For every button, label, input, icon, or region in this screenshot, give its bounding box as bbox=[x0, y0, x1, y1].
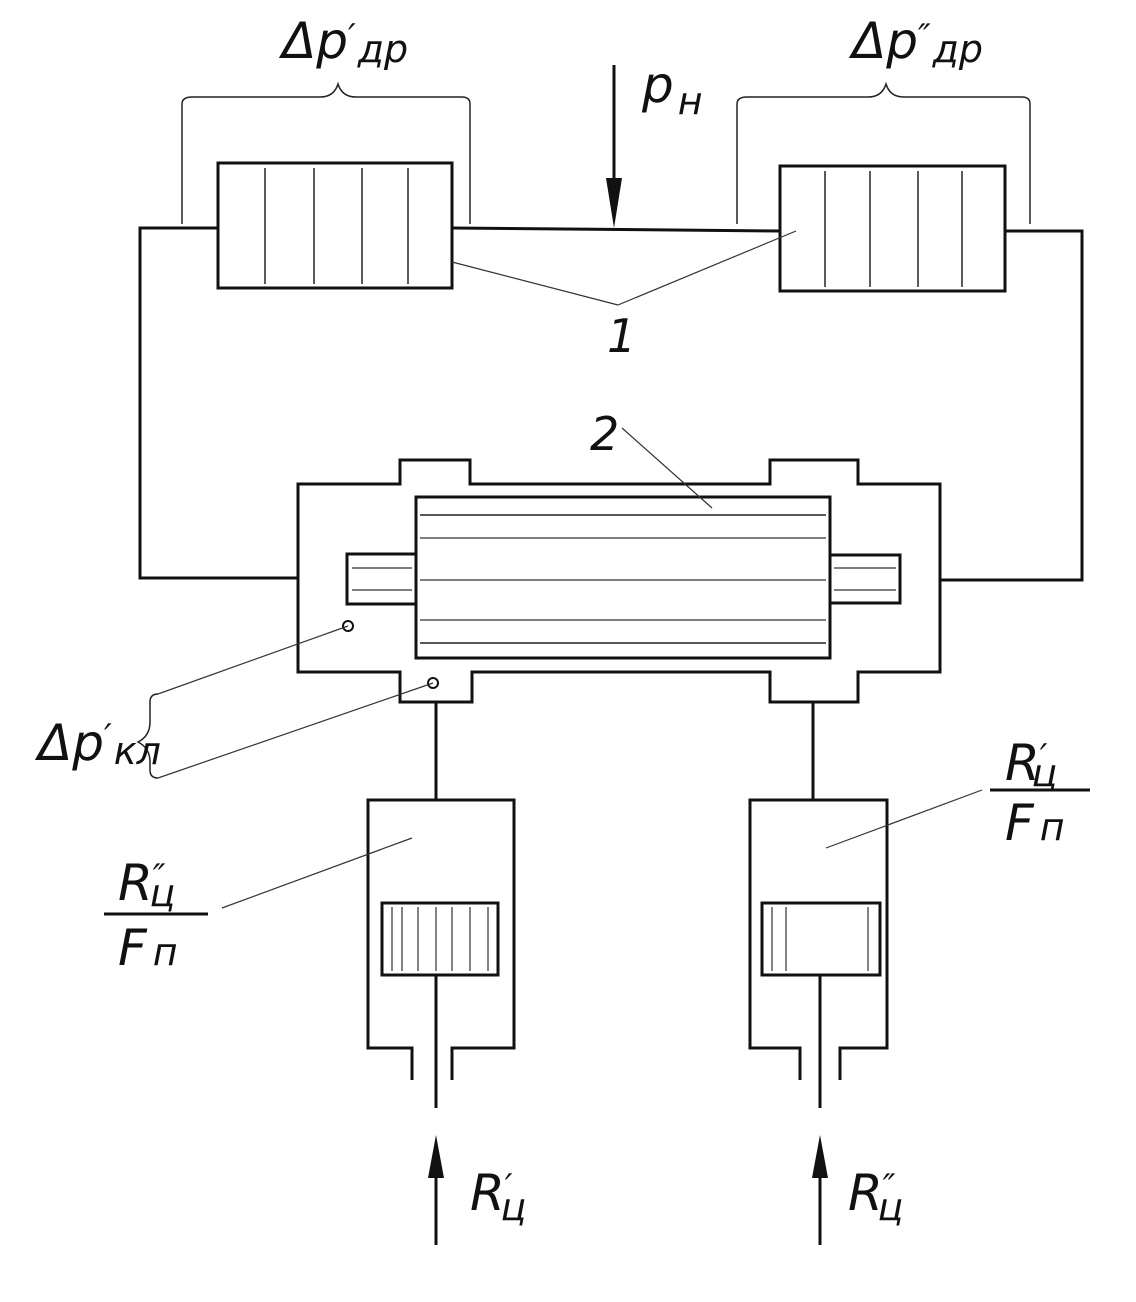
left-throttle bbox=[216, 161, 454, 290]
label-throttle-left: Δp′др bbox=[278, 12, 408, 71]
right-ratio-leader bbox=[825, 789, 983, 849]
label-spool-number: 2 bbox=[590, 407, 619, 461]
left-ratio-leader bbox=[221, 837, 413, 909]
label-right-load: R″ц bbox=[848, 1164, 903, 1229]
circuit-lines bbox=[138, 226, 1084, 582]
right-throttle-brace bbox=[736, 81, 1031, 224]
label-valve-drop: Δp′кл bbox=[34, 714, 161, 773]
left-cylinder bbox=[366, 798, 516, 1108]
label-left-load: R′ц bbox=[470, 1164, 526, 1229]
left-load-arrow bbox=[428, 1135, 444, 1245]
svg-text:Fп: Fп bbox=[1005, 794, 1065, 852]
spool-valve bbox=[296, 458, 942, 704]
right-cylinder bbox=[748, 798, 889, 1108]
throttle-leaders bbox=[451, 230, 797, 306]
label-throttle-number: 1 bbox=[607, 309, 636, 363]
svg-text:R″ц: R″ц bbox=[118, 854, 175, 915]
right-load-arrow bbox=[812, 1135, 828, 1245]
spool-leader bbox=[621, 427, 713, 509]
right-throttle bbox=[778, 164, 1007, 293]
supply-pressure-arrow bbox=[606, 65, 622, 228]
valve-drop-brace bbox=[136, 625, 434, 779]
svg-text:Fп: Fп bbox=[118, 919, 178, 977]
cylinder-feed-lines bbox=[434, 702, 815, 800]
left-throttle-brace bbox=[181, 81, 471, 224]
svg-text:R′ц: R′ц bbox=[1005, 734, 1057, 795]
label-throttle-right: Δp″др bbox=[848, 12, 983, 71]
